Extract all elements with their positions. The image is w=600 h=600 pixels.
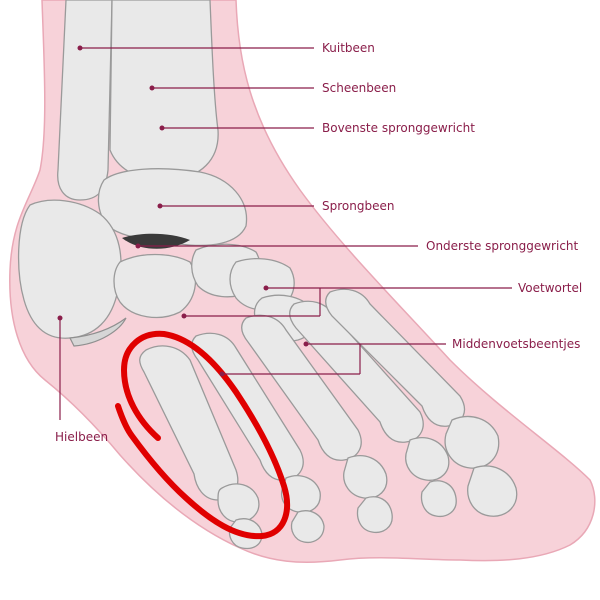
label-bovenste-spronggewricht: Bovenste spronggewricht	[159, 121, 475, 135]
calcaneus-bone	[17, 199, 127, 347]
label-sprongbeen: Sprongbeen	[157, 199, 394, 213]
fibula-bone	[57, 0, 113, 201]
label-voetwortel: Voetwortel	[181, 281, 582, 319]
label-onderste-spronggewricht-text: Onderste spronggewricht	[426, 239, 579, 253]
label-middenvoetsbeentjes: Middenvoetsbeentjes	[219, 337, 580, 377]
label-scheenbeen: Scheenbeen	[149, 81, 396, 95]
label-scheenbeen-text: Scheenbeen	[322, 81, 396, 95]
hand-drawn-circle-icon	[115, 330, 290, 540]
label-sprongbeen-text: Sprongbeen	[322, 199, 394, 213]
label-hielbeen-text: Hielbeen	[55, 430, 108, 444]
label-kuitbeen-text: Kuitbeen	[322, 41, 375, 55]
phalanges-bones	[217, 415, 518, 550]
label-bovenste-spronggewricht-text: Bovenste spronggewricht	[322, 121, 475, 135]
tibia-bone	[109, 0, 219, 181]
label-middenvoetsbeentjes-text: Middenvoetsbeentjes	[452, 337, 580, 351]
label-hielbeen: Hielbeen	[55, 315, 108, 444]
label-kuitbeen: Kuitbeen	[77, 41, 375, 55]
label-voetwortel-text: Voetwortel	[518, 281, 582, 295]
label-onderste-spronggewricht: Onderste spronggewricht	[135, 239, 579, 253]
